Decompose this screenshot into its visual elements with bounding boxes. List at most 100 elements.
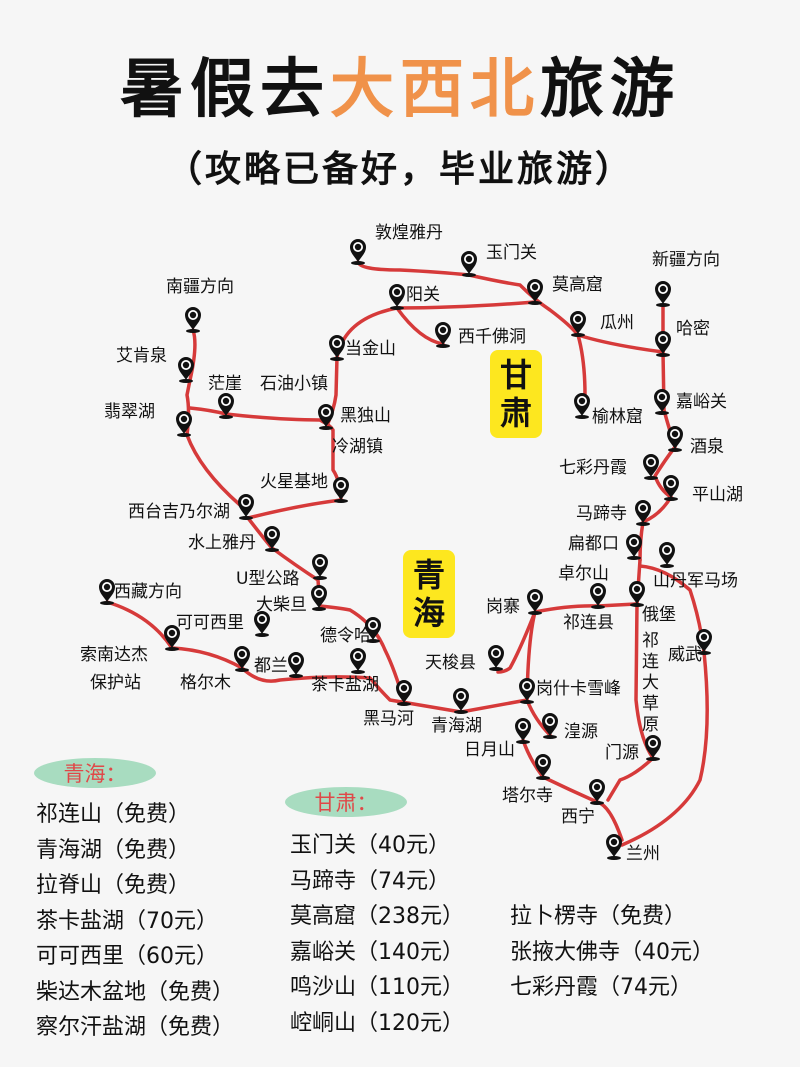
map-pin-label: 山丹军马场 [653, 571, 738, 591]
map-pin-icon [178, 357, 194, 383]
map-pin-label: 嘉峪关 [676, 392, 727, 412]
map-pin-icon [667, 426, 683, 452]
region-char: 肃 [499, 394, 532, 432]
map-pin-icon [99, 579, 115, 605]
map-pin-label: 茫崖 [208, 374, 242, 394]
map-pin-label: 都兰 [254, 656, 288, 676]
map-pin-label: 新疆方向 [652, 250, 720, 270]
map-pin-label: 火星基地 [260, 472, 328, 492]
labels-layer: 敦煌雅丹玉门关莫高窟阳关西千佛洞 瓜州 新疆方向哈密 南疆方向当金山 艾肯泉茫崖石油小镇… [80, 223, 743, 864]
svg-text:连: 连 [642, 652, 659, 672]
list-item: 七彩丹霞（74元） [510, 975, 692, 1000]
title-part1: 暑假去 [120, 53, 330, 127]
list-item: 张掖大佛寺（40元） [510, 939, 714, 965]
map-pin-icon [655, 331, 671, 357]
map-pin-label: 艾肯泉 [116, 346, 167, 366]
map-pin-icon [164, 625, 180, 651]
region-char: 甘 [499, 356, 532, 394]
region-badge-qinghai: 青 海 [403, 550, 455, 638]
map-pin-icon [185, 307, 201, 333]
list-item: 祁连山（免费） [36, 802, 191, 827]
list-item: 柴达木盆地（免费） [36, 979, 235, 1005]
map-pin-label: 水上雅丹 [188, 533, 256, 553]
map-pin-icon [435, 322, 451, 348]
map-pin-label: 威武 [668, 645, 702, 665]
map-pin-icon [527, 279, 543, 305]
svg-text:大: 大 [642, 673, 659, 693]
list-item: 玉门关（40元） [290, 833, 450, 858]
map-pin-label: 黑独山 [340, 406, 391, 426]
list-item: 鸣沙山（110元） [290, 975, 464, 1000]
map-pin-label: 南疆方向 [166, 277, 234, 297]
map-pin-icon [542, 713, 558, 739]
map-pin-label: 马蹄寺 [576, 504, 627, 524]
map-pin-label: 七彩丹霞 [559, 458, 627, 478]
region-char: 青 [412, 556, 445, 594]
map-pin-label: 西台吉乃尔湖 [128, 502, 230, 522]
list-item: 嘉峪关（140元） [290, 939, 464, 965]
map-pin-icon [238, 494, 254, 520]
map-pin-label: 兰州 [626, 844, 660, 864]
map-pin-icon [365, 617, 381, 643]
map-pin-label: 敦煌雅丹 [375, 223, 443, 243]
map-pin-label: 玉门关 [486, 243, 537, 263]
map-pin-icon [311, 585, 327, 611]
map-pin-icon [488, 645, 504, 671]
map-pin-icon [589, 779, 605, 805]
map-pin-label: 俄堡 [642, 605, 676, 625]
map-pin-icon [176, 411, 192, 437]
map-pin-icon [389, 284, 405, 310]
map-pin-label: 榆林窟 [592, 407, 643, 427]
map-pin-icon [655, 281, 671, 307]
map-pin-label: 当金山 [345, 339, 396, 359]
map-pin-label: 青海湖 [431, 716, 482, 736]
map-pin-label: 岗什卡雪峰 [536, 679, 621, 699]
title-part2: 旅游 [540, 53, 680, 127]
list-item: 可可西里（60元） [36, 944, 218, 969]
map-pin-label: 祁连县 [563, 613, 614, 633]
map-pin-icon [527, 589, 543, 615]
map-pin-label: 阳关 [406, 285, 440, 305]
map-pin-label: 德令哈 [320, 626, 371, 646]
map-pin-label: 酒泉 [690, 437, 724, 457]
region-badge-gansu: 甘 肃 [490, 350, 542, 438]
list-item: 拉卜楞寺（免费） [510, 904, 687, 929]
map-pin-icon [218, 393, 234, 419]
list-item: 拉脊山（免费） [36, 873, 191, 898]
map-pin-label: 门源 [605, 743, 639, 763]
map-pin-icon [626, 534, 642, 560]
map-pin-label: 湟源 [564, 722, 598, 742]
map-pin-icon [461, 251, 477, 277]
map-pin-label: 可可西里 [176, 613, 244, 633]
map-pin-label: 保护站 [90, 673, 141, 693]
map-pin-icon [663, 475, 679, 501]
section-heading-gansu: 甘肃： [285, 787, 407, 817]
map-pin-icon [288, 652, 304, 678]
list-item: 察尔汗盐湖（免费） [36, 1015, 235, 1040]
map-pin-label: 瓜州 [600, 313, 634, 333]
map-pin-label: 西千佛洞 [458, 327, 526, 347]
map-pin-label: 石油小镇 [260, 374, 328, 394]
map-pin-label: 西宁 [561, 807, 595, 827]
map-pin-icon [606, 834, 622, 860]
map-pin-label: 塔尔寺 [502, 786, 553, 806]
map-pin-icon [645, 735, 661, 761]
page-subtitle: （攻略已备好，毕业旅游） [165, 149, 634, 190]
map-pin-label: 莫高窟 [552, 275, 603, 295]
map-pin-label: 西藏方向 [114, 582, 182, 602]
map-pin-label: 翡翠湖 [104, 402, 155, 422]
map-pin-label: 哈密 [676, 319, 710, 339]
map-pin-icon [635, 500, 651, 526]
list-item: 青海湖（免费） [36, 837, 191, 863]
map-pin-label: 卓尔山 [558, 564, 609, 584]
svg-text:原: 原 [642, 715, 659, 735]
map-pin-label: 平山湖 [692, 485, 743, 505]
map-pin-icon [629, 581, 645, 607]
map-pin-label: 日月山 [464, 740, 515, 760]
section-heading-qinghai: 青海： [34, 758, 156, 788]
list-item: 茶卡盐湖（70元） [36, 908, 218, 934]
map-pin-icon [312, 554, 328, 580]
map-pin-label: 天梭县 [425, 653, 476, 673]
page-title: 暑假去大西北旅游 [0, 38, 800, 130]
